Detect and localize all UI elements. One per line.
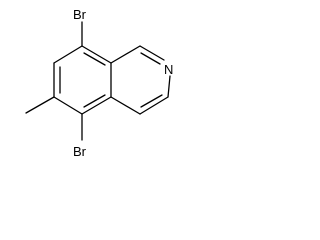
- bond-c5-c6: [53, 96, 83, 115]
- bond-c7-c8: [53, 45, 83, 64]
- bond-c8-c8a: [81, 45, 112, 64]
- atom-label-br-bottom: Br: [73, 144, 87, 159]
- bond-c4-c4a: [110, 96, 141, 115]
- bond-c8a-c1: [110, 45, 141, 64]
- atom-label-br-top: Br: [73, 7, 87, 22]
- structure-diagram: Br Br N: [0, 0, 184, 176]
- double-bond-c3-c4: [140, 94, 163, 108]
- bond-c1-n2: [139, 45, 165, 61]
- double-bond-c1-n2: [140, 52, 161, 65]
- bond-c6-methyl: [25, 96, 55, 114]
- bond-c4a-c5: [81, 96, 112, 115]
- double-bond-c8-c8a: [83, 52, 106, 66]
- molecule-drawing: Br Br N: [25, 7, 173, 159]
- double-bond-c4a-c5: [83, 94, 106, 108]
- bond-c3-c4: [139, 96, 169, 115]
- bond-n2-c3: [167, 75, 171, 98]
- atom-label-nitrogen: N: [164, 62, 173, 77]
